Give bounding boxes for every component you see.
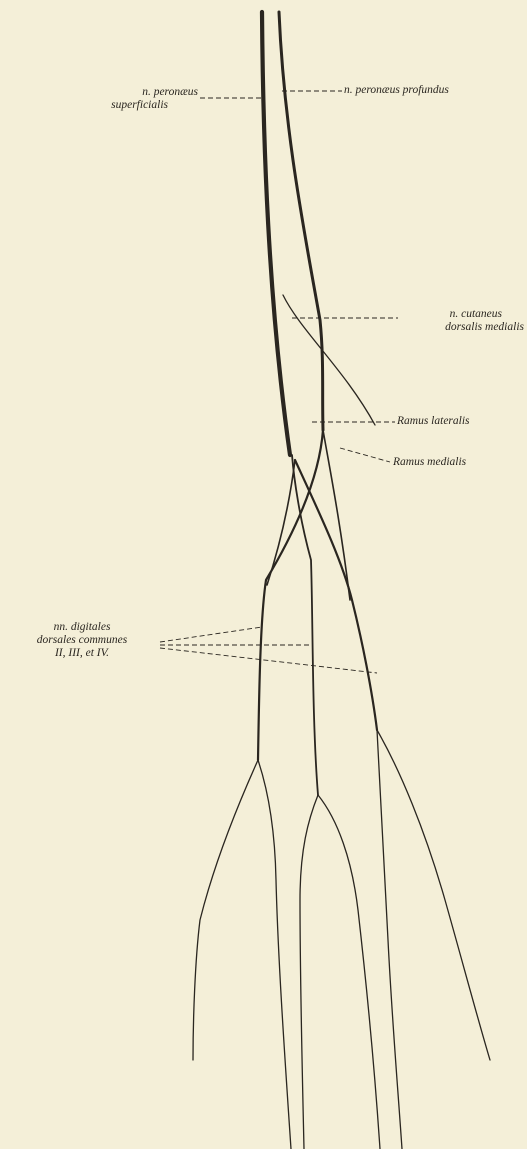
leader-digitales-iv (160, 648, 377, 673)
nerve-digital-iv-medial (377, 730, 490, 1060)
label-digitales-line1: nn. digitales (2, 621, 162, 634)
nerve-ramus-lateralis (292, 455, 318, 795)
label-ramus-medialis-text: Ramus medialis (393, 456, 466, 468)
label-cutaneus-dorsalis-medialis: n. cutaneus dorsalis medialis (400, 308, 524, 334)
nerve-cross-branch (267, 460, 295, 585)
nerve-digital-ii-medial (258, 760, 291, 1149)
label-ramus-lateralis-text: Ramus lateralis (397, 415, 470, 427)
nerve-digital-iii-medial (318, 795, 380, 1149)
nerve-digital-iii-lateral (300, 795, 318, 1149)
label-profundus-text: n. peronæus profundus (344, 84, 449, 96)
label-peronaeus-profundus: n. peronæus profundus (344, 84, 449, 97)
label-superficialis-line1: n. peronæus (92, 86, 198, 99)
leader-ramus-medialis (340, 448, 390, 462)
nerve-profundus-trunk (279, 12, 323, 430)
label-superficialis-line2: superficialis (92, 99, 168, 112)
label-peronaeus-superficialis: n. peronæus superficialis (92, 86, 198, 112)
nerve-cutaneus-dorsalis-medialis (283, 295, 375, 425)
label-digitales-line2: dorsales communes (2, 634, 162, 647)
leader-digitales-ii (160, 627, 262, 642)
label-digitales-dorsales-communes: nn. digitales dorsales communes II, III,… (2, 621, 162, 660)
nerve-digital-ii-lateral (193, 760, 258, 1060)
label-ramus-lateralis: Ramus lateralis (397, 415, 470, 428)
label-cutaneus-line2: dorsalis medialis (400, 321, 524, 334)
label-ramus-medialis: Ramus medialis (393, 456, 466, 469)
nerve-superficialis-trunk (262, 12, 290, 455)
nerve-deep-branch-central (323, 430, 350, 600)
label-cutaneus-line1: n. cutaneus (400, 308, 502, 321)
label-digitales-line3: II, III, et IV. (2, 647, 162, 660)
nerve-digital-iv-lateral (377, 730, 402, 1149)
